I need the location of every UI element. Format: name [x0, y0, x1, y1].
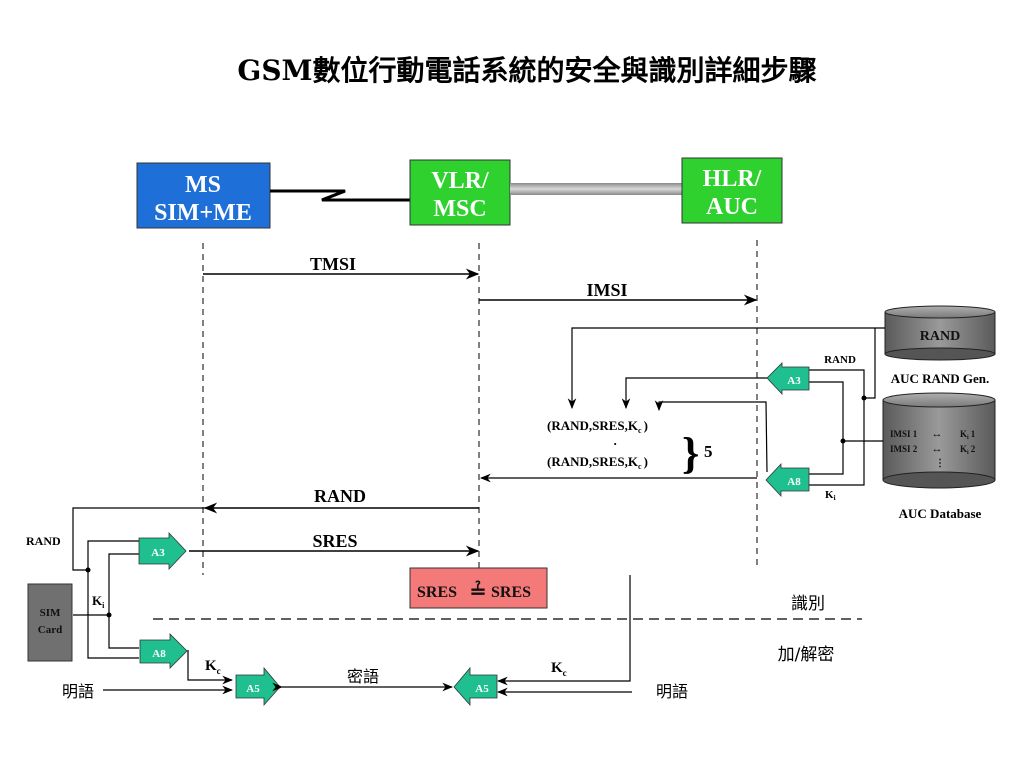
- vlr-kc-wire: [496, 575, 631, 686]
- sres-message-label: SRES: [312, 531, 357, 551]
- compare-left: SRES: [417, 584, 457, 601]
- ms-a8-block: A8: [139, 633, 188, 669]
- junction-dot: [106, 612, 112, 618]
- sim-card: SIM Card: [27, 583, 73, 662]
- vlr-a5-block: A5: [453, 666, 498, 707]
- triplet-count: 5: [704, 442, 713, 461]
- vlr-a5-label: A5: [475, 683, 489, 695]
- ms-a5-label: A5: [246, 683, 260, 695]
- auc-a8-label: A8: [787, 476, 801, 488]
- wired-link: [510, 183, 682, 195]
- ms-a3-label: A3: [151, 547, 165, 559]
- ms-wiring: [73, 540, 234, 685]
- auc-wiring: [567, 327, 885, 486]
- triplet-row2: (RAND,SRES,Kc): [547, 454, 648, 471]
- triplet-list: (RAND,SRES,Kc) · (RAND,SRES,Kc) } 5: [547, 418, 713, 478]
- auc-a3-label: A3: [787, 375, 801, 387]
- vlr-label-line2: MSC: [433, 196, 486, 222]
- junction-dot: [840, 438, 846, 444]
- ms-a8-label: A8: [152, 648, 166, 660]
- ms-ki-label: Ki: [92, 593, 105, 610]
- ms-label-line1: MS: [185, 172, 221, 198]
- rand-message-label: RAND: [314, 486, 366, 506]
- auc-a8-block: A8: [765, 462, 810, 498]
- auc-rand-label: RAND: [824, 354, 856, 366]
- sres-compare-box: SRES ≟ SRES: [409, 567, 548, 609]
- vlr-entity: VLR/ MSC: [409, 159, 511, 226]
- imsi-label: IMSI: [586, 280, 627, 300]
- auc-a3-block: A3: [766, 362, 810, 396]
- compare-equals-icon: ≟: [470, 580, 487, 603]
- ms-label-line2: SIM+ME: [154, 200, 252, 226]
- database-caption: AUC Database: [899, 506, 982, 521]
- compare-right: SRES: [491, 584, 531, 601]
- page-title: GSM數位行動電話系統的安全與識別詳細步驟: [237, 54, 816, 87]
- tmsi-label: TMSI: [310, 254, 356, 274]
- sim-label-line2: Card: [38, 624, 62, 636]
- rand-to-sim-wire: [72, 507, 205, 571]
- db-row2-arrow-icon: ↔: [932, 443, 943, 455]
- hlr-entity: HLR/ AUC: [681, 157, 783, 224]
- hlr-label-line1: HLR/: [703, 166, 762, 192]
- plaintext-right-label: 明語: [656, 682, 688, 701]
- auc-ki-label: Ki: [825, 489, 836, 502]
- junction-dot: [861, 395, 867, 401]
- hlr-label-line2: AUC: [706, 194, 758, 220]
- ms-a5-block: A5: [235, 666, 281, 707]
- db-row1-imsi: IMSI 1: [890, 429, 918, 439]
- triplet-brace: }: [682, 429, 699, 478]
- rand-gen-caption: AUC RAND Gen.: [891, 371, 990, 386]
- db-row1-arrow-icon: ↔: [932, 428, 943, 440]
- vlr-label-line1: VLR/: [431, 168, 489, 194]
- plaintext-left-label: 明語: [62, 682, 94, 701]
- junction-dot: [85, 567, 91, 573]
- section-encryption: 加/解密: [778, 645, 835, 665]
- triplet-row1: (RAND,SRES,Kc): [547, 418, 648, 435]
- vlr-kc-label: Kc: [551, 660, 567, 678]
- sim-label-line1: SIM: [40, 607, 61, 619]
- ciphertext-label: 密語: [347, 667, 379, 686]
- db-row2-imsi: IMSI 2: [890, 444, 918, 454]
- auc-rand-generator: RAND: [884, 305, 996, 361]
- triplet-ellipsis: ·: [613, 436, 617, 451]
- rand-gen-label: RAND: [920, 329, 960, 344]
- section-identification: 識別: [791, 594, 825, 614]
- ms-rand-label: RAND: [26, 534, 61, 548]
- ms-entity: MS SIM+ME: [136, 162, 271, 229]
- ms-kc-label: Kc: [205, 658, 221, 676]
- ms-a3-block: A3: [138, 531, 187, 571]
- db-more-icon: ⋮: [935, 458, 945, 469]
